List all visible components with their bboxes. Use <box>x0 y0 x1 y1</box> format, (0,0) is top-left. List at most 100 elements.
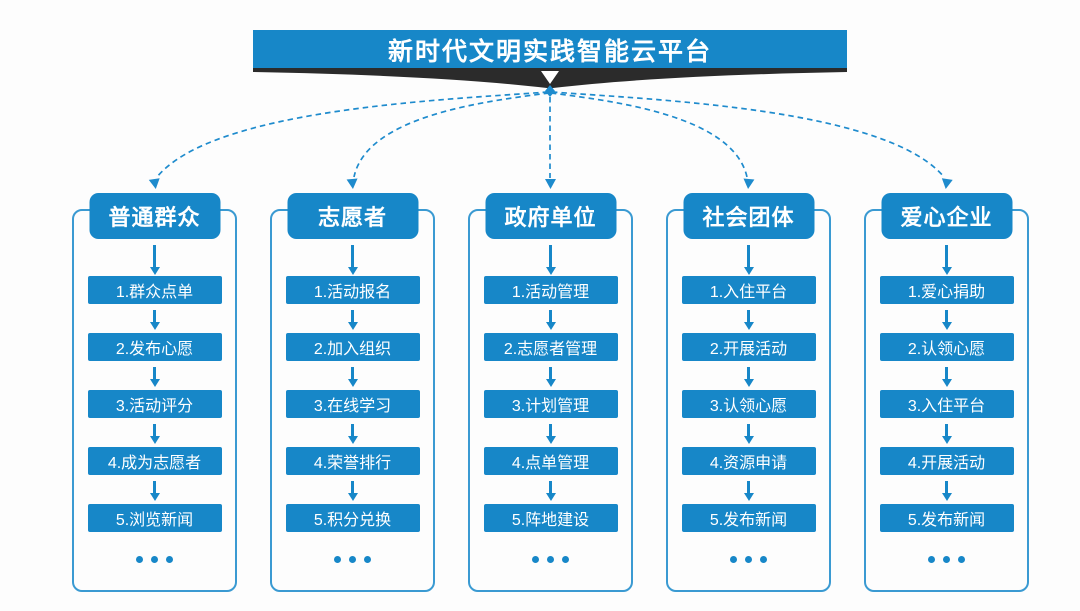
hub-node <box>545 85 555 97</box>
flow-arrow-icon <box>351 310 354 322</box>
flow-arrow-icon <box>153 424 156 436</box>
flow-arrow-icon <box>351 481 354 493</box>
flow-arrow-icon <box>153 310 156 322</box>
flow-arrow-icon <box>747 481 750 493</box>
dot <box>166 556 173 563</box>
step-box: 2.加入组织 <box>285 333 420 361</box>
step-box: 5.浏览新闻 <box>87 504 222 532</box>
platform-title: 新时代文明实践智能云平台 <box>387 37 712 66</box>
role-column-volunteer: 志愿者 1.活动报名 2.加入组织 3.在线学习 4.荣誉排行 5.积分兑换 <box>270 193 435 592</box>
flow-arrow-icon <box>351 367 354 379</box>
flow-arrow-icon <box>549 245 552 267</box>
step-box: 1.群众点单 <box>87 276 222 304</box>
role-column-public: 普通群众 1.群众点单 2.发布心愿 3.活动评分 4.成为志愿者 5.浏览新闻 <box>72 193 237 592</box>
platform-title-banner: 新时代文明实践智能云平台 <box>253 30 847 69</box>
role-header-label: 普通群众 <box>108 205 201 230</box>
role-flow: 1.入住平台 2.开展活动 3.认领心愿 4.资源申请 5.发布新闻 <box>668 211 829 563</box>
dot <box>151 556 158 563</box>
step-box: 2.开展活动 <box>681 333 816 361</box>
step-box: 4.开展活动 <box>879 447 1014 475</box>
flow-arrow-icon <box>351 424 354 436</box>
step-box: 2.志愿者管理 <box>483 333 618 361</box>
dot <box>532 556 539 563</box>
role-flow: 1.爱心捐助 2.认领心愿 3.入住平台 4.开展活动 5.发布新闻 <box>866 211 1027 563</box>
dot <box>958 556 965 563</box>
step-box: 5.发布新闻 <box>879 504 1014 532</box>
dashed-connector-5 <box>551 91 945 178</box>
step-box: 4.资源申请 <box>681 447 816 475</box>
dot <box>349 556 356 563</box>
dot <box>943 556 950 563</box>
dashed-connector-4 <box>550 92 748 178</box>
role-flow: 1.活动报名 2.加入组织 3.在线学习 4.荣誉排行 5.积分兑换 <box>272 211 433 563</box>
role-column-enterprise: 爱心企业 1.爱心捐助 2.认领心愿 3.入住平台 4.开展活动 5.发布新闻 <box>864 193 1029 592</box>
step-box: 2.发布心愿 <box>87 333 222 361</box>
flow-arrow-icon <box>747 245 750 267</box>
role-header-enterprise: 爱心企业 <box>881 193 1012 239</box>
step-box: 3.活动评分 <box>87 390 222 418</box>
dashed-connector-1 <box>156 91 549 178</box>
step-box: 4.荣誉排行 <box>285 447 420 475</box>
role-column-social-group: 社会团体 1.入住平台 2.开展活动 3.认领心愿 4.资源申请 5.发布新闻 <box>666 193 831 592</box>
role-header-social-group: 社会团体 <box>683 193 814 239</box>
flow-arrow-icon <box>945 367 948 379</box>
flow-arrow-icon <box>747 310 750 322</box>
step-box: 5.阵地建设 <box>483 504 618 532</box>
dot <box>136 556 143 563</box>
dashed-connector-2 <box>353 92 550 178</box>
role-header-volunteer: 志愿者 <box>287 193 418 239</box>
connector-arrowhead-4 <box>743 178 755 189</box>
role-header-label: 社会团体 <box>702 205 795 230</box>
more-dots <box>532 556 569 563</box>
connector-arrowhead-3 <box>545 179 556 189</box>
flow-arrow-icon <box>153 481 156 493</box>
step-box: 4.成为志愿者 <box>87 447 222 475</box>
dot <box>730 556 737 563</box>
step-box: 1.活动报名 <box>285 276 420 304</box>
more-dots <box>730 556 767 563</box>
role-header-label: 政府单位 <box>504 205 597 230</box>
step-box: 1.入住平台 <box>681 276 816 304</box>
more-dots <box>136 556 173 563</box>
dot <box>928 556 935 563</box>
step-box: 5.发布新闻 <box>681 504 816 532</box>
step-box: 5.积分兑换 <box>285 504 420 532</box>
more-dots <box>334 556 371 563</box>
flow-arrow-icon <box>549 310 552 322</box>
connector-arrowhead-1 <box>148 178 160 189</box>
role-header-label: 爱心企业 <box>900 205 993 230</box>
dot <box>760 556 767 563</box>
flow-arrow-icon <box>351 245 354 267</box>
flow-arrow-icon <box>153 245 156 267</box>
flow-arrow-icon <box>549 481 552 493</box>
role-column-government: 政府单位 1.活动管理 2.志愿者管理 3.计划管理 4.点单管理 5.阵地建设 <box>468 193 633 592</box>
dot <box>334 556 341 563</box>
dot <box>364 556 371 563</box>
banner-callout-shadow <box>253 68 847 91</box>
role-header-label: 志愿者 <box>317 205 387 230</box>
role-flow: 1.活动管理 2.志愿者管理 3.计划管理 4.点单管理 5.阵地建设 <box>470 211 631 563</box>
step-box: 4.点单管理 <box>483 447 618 475</box>
step-box: 3.在线学习 <box>285 390 420 418</box>
dot <box>745 556 752 563</box>
flow-arrow-icon <box>747 367 750 379</box>
step-box: 1.活动管理 <box>483 276 618 304</box>
step-box: 3.计划管理 <box>483 390 618 418</box>
flow-arrow-icon <box>549 424 552 436</box>
flow-arrow-icon <box>747 424 750 436</box>
connector-arrowhead-5 <box>941 178 953 189</box>
role-header-government: 政府单位 <box>485 193 616 239</box>
flow-arrow-icon <box>945 245 948 267</box>
flow-arrow-icon <box>153 367 156 379</box>
flow-arrow-icon <box>945 424 948 436</box>
step-box: 3.认领心愿 <box>681 390 816 418</box>
down-arrow-icon <box>541 71 559 84</box>
flow-arrow-icon <box>945 310 948 322</box>
connector-arrowhead-2 <box>346 178 358 189</box>
dot <box>562 556 569 563</box>
step-box: 3.入住平台 <box>879 390 1014 418</box>
flow-arrow-icon <box>945 481 948 493</box>
step-box: 2.认领心愿 <box>879 333 1014 361</box>
role-header-public: 普通群众 <box>89 193 220 239</box>
